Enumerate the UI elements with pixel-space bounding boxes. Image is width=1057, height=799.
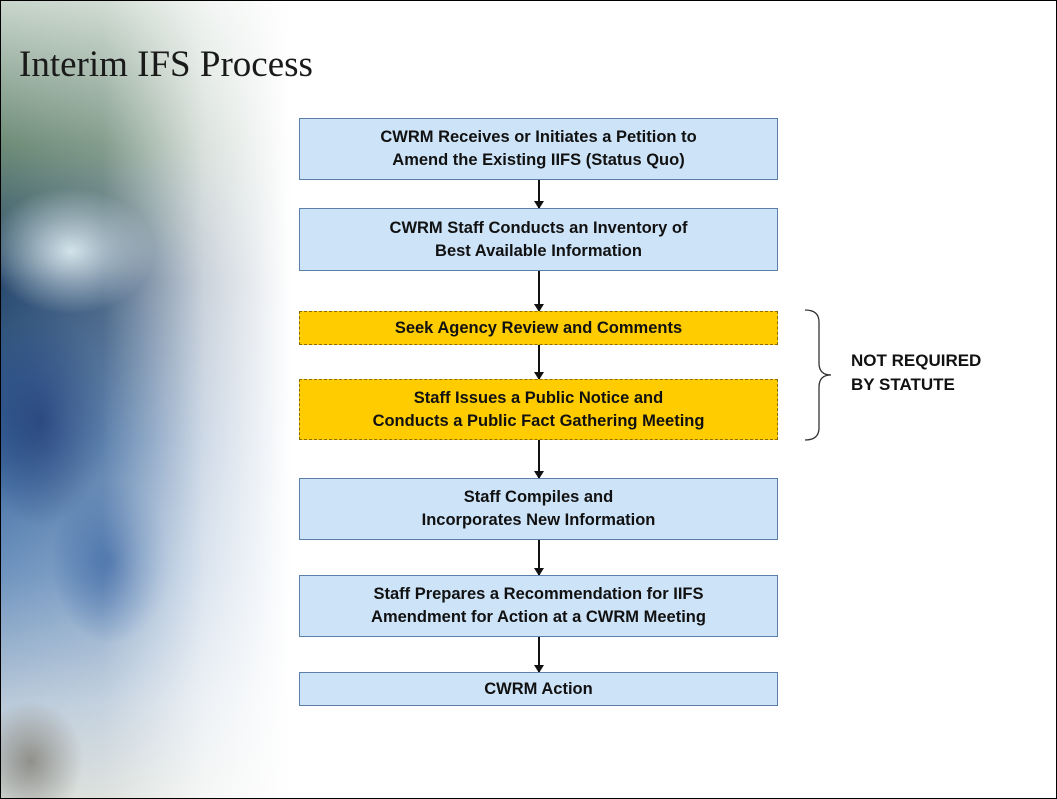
right-brace-icon xyxy=(804,309,832,441)
step-box-5: Staff Compiles and Incorporates New Info… xyxy=(299,478,778,540)
flow-arrow-2 xyxy=(534,271,544,312)
step-box-6: Staff Prepares a Recommendation for IIFS… xyxy=(299,575,778,637)
flow-arrow-5 xyxy=(534,540,544,576)
step-box-1: CWRM Receives or Initiates a Petition to… xyxy=(299,118,778,180)
step-label-1: CWRM Receives or Initiates a Petition to… xyxy=(380,128,697,169)
not-required-note: NOT REQUIRED BY STATUTE xyxy=(851,351,982,394)
step-box-7: CWRM Action xyxy=(299,672,778,706)
flow-arrow-4 xyxy=(534,440,544,479)
step-label-4: Staff Issues a Public Notice and Conduct… xyxy=(372,388,705,430)
flow-arrow-1 xyxy=(534,180,544,209)
step-label-6: Staff Prepares a Recommendation for IIFS… xyxy=(371,585,706,626)
step-label-2: CWRM Staff Conducts an Inventory of Best… xyxy=(389,218,688,260)
step-box-3: Seek Agency Review and Comments xyxy=(299,311,778,345)
background-photo xyxy=(1,1,291,798)
step-label-3: Seek Agency Review and Comments xyxy=(394,318,683,337)
step-box-2: CWRM Staff Conducts an Inventory of Best… xyxy=(299,208,778,271)
flow-arrow-3 xyxy=(534,345,544,380)
step-box-4: Staff Issues a Public Notice and Conduct… xyxy=(299,379,778,440)
slide-title: Interim IFS Process xyxy=(19,44,313,85)
flow-arrow-6 xyxy=(534,637,544,673)
step-label-5: Staff Compiles and Incorporates New Info… xyxy=(421,488,656,529)
step-label-7: CWRM Action xyxy=(484,679,593,698)
